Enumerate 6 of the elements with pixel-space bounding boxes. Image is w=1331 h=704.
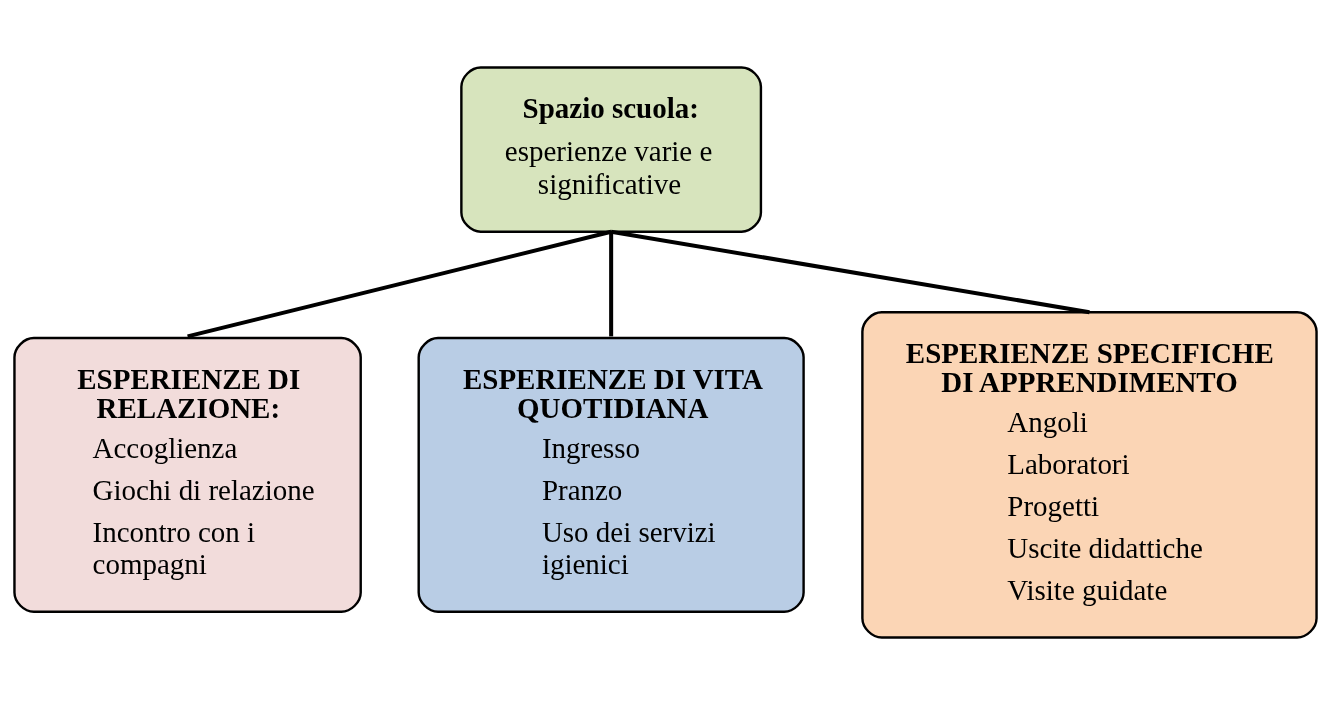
node-box: Spazio scuola: esperienze varie e significative <box>460 65 763 233</box>
node-box: ESPERIENZE SPECIFICHE DI APPRENDIMENTO Angoli Laboratori Progetti Uscite didattiche Visite guidate <box>861 310 1318 639</box>
node-box: ESPERIENZE DI RELAZIONE: Accoglienza Giochi di relazione Incontro con i compagni <box>13 336 362 613</box>
connector <box>187 229 612 338</box>
connector <box>609 231 614 336</box>
node-box: ESPERIENZE DI VITA QUOTIDIANA Ingresso Pranzo Uso dei servizi igienici <box>417 336 805 613</box>
